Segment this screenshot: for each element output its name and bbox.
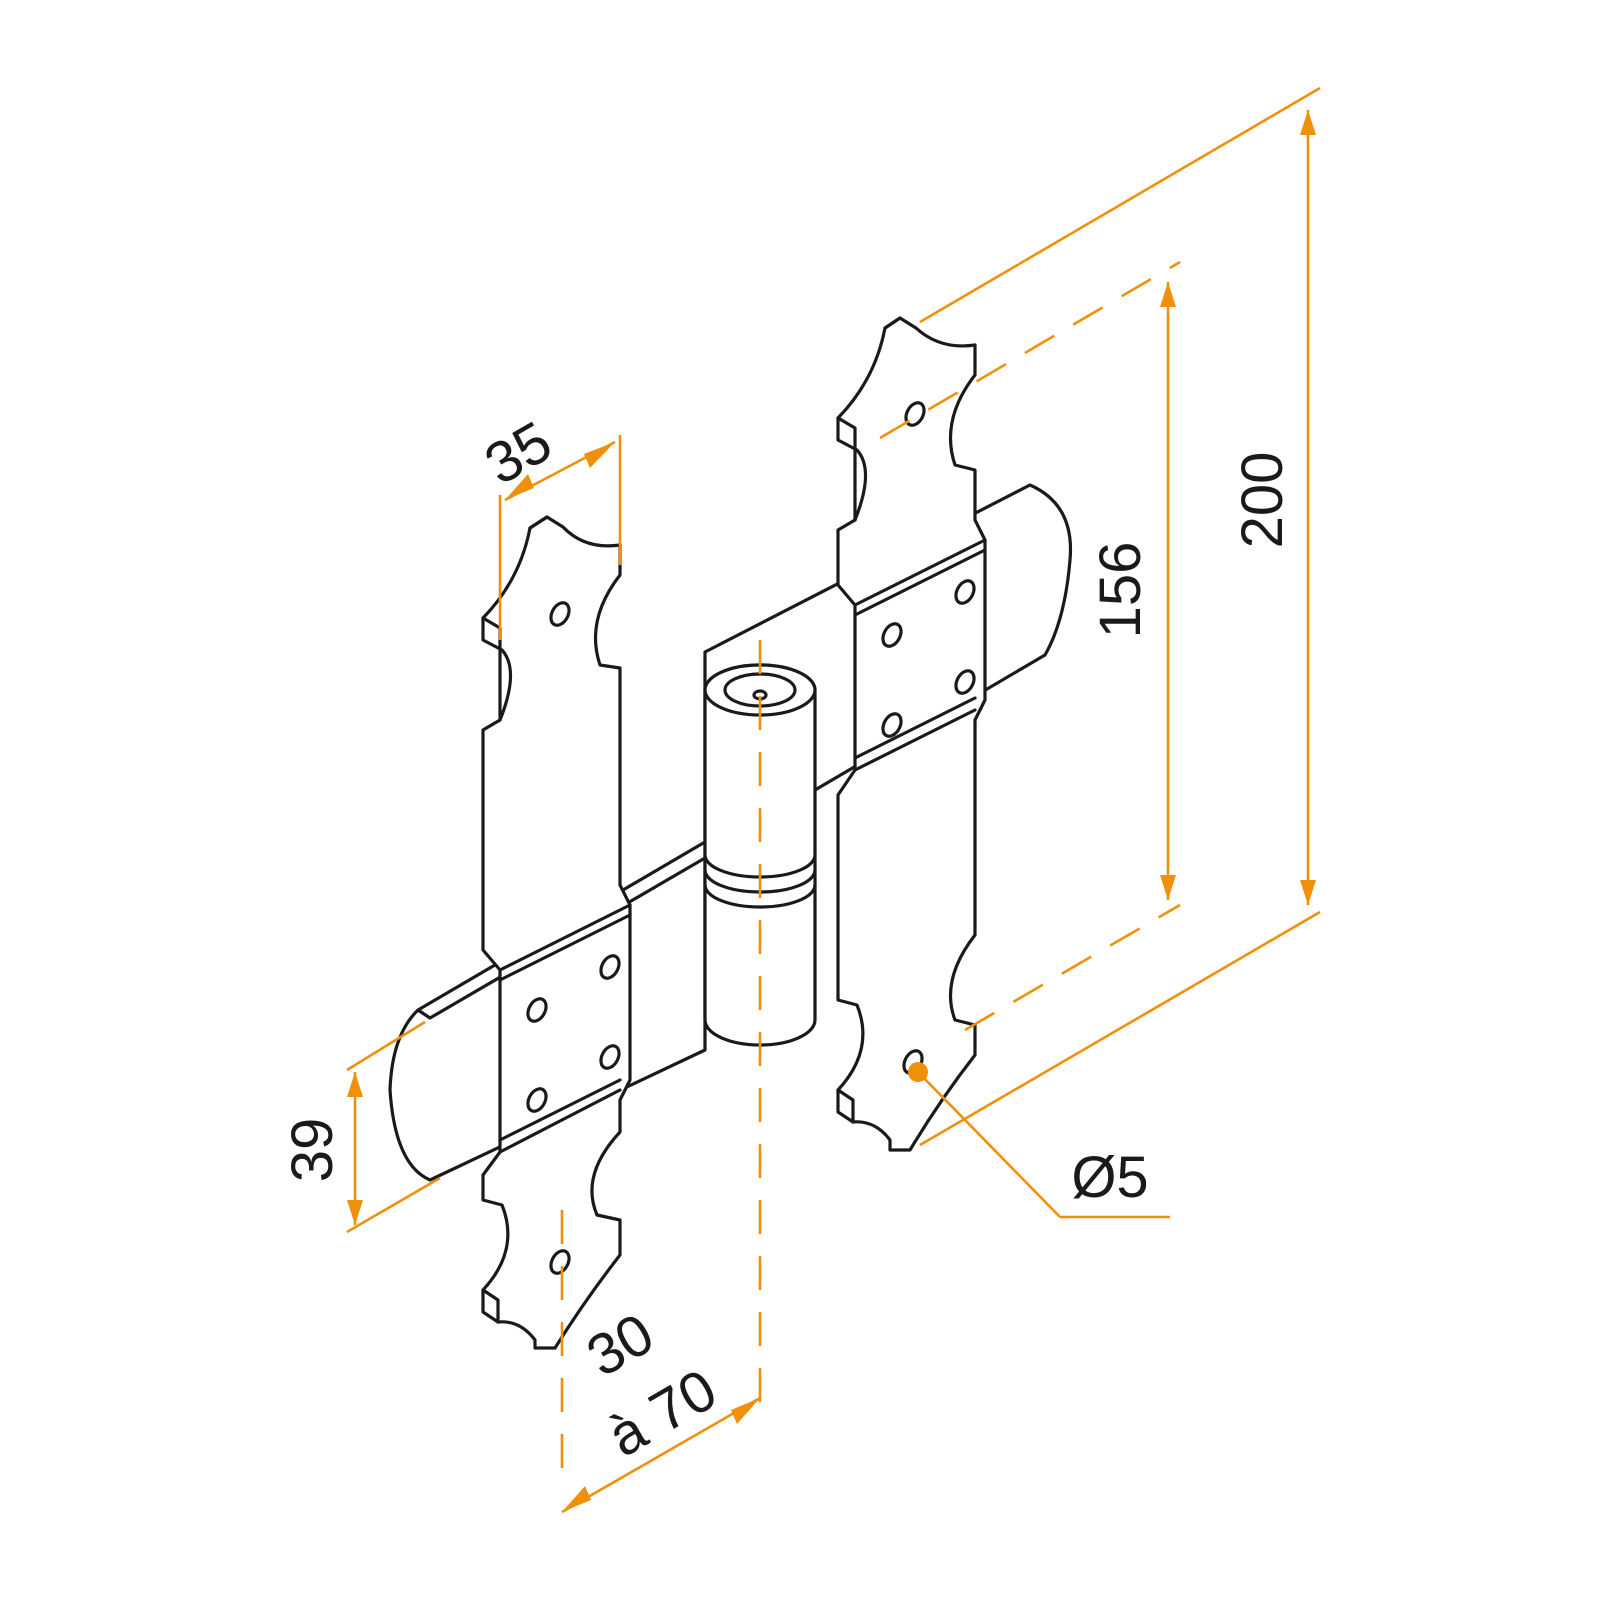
dimension-lines — [346, 86, 1321, 1514]
left-plate — [481, 515, 632, 1350]
dimension-label-39: 39 — [280, 1118, 345, 1183]
hinge-outline — [388, 316, 1073, 1350]
right-plate — [836, 316, 987, 1152]
dimension-label-35: 35 — [474, 409, 562, 498]
dimension-label-200: 200 — [1230, 452, 1295, 549]
hinge-pin — [703, 663, 817, 1047]
dimension-label-30: 30 — [576, 1301, 664, 1390]
dimension-label-156: 156 — [1088, 542, 1153, 639]
dimension-label-diameter: Ø5 — [1071, 1145, 1148, 1210]
screw-holes — [526, 401, 976, 1275]
